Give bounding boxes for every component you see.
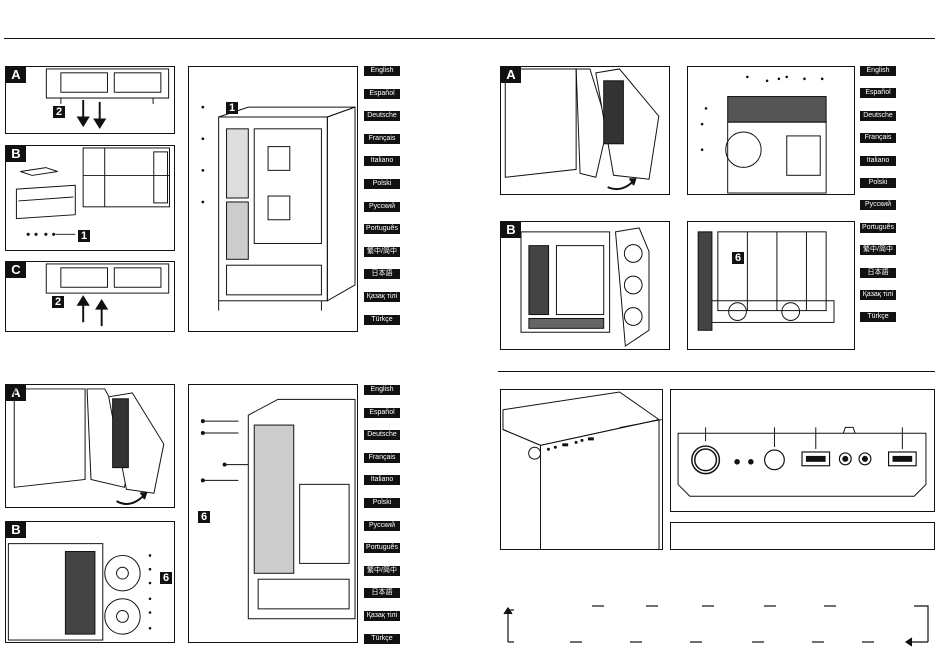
language-tab[interactable]: Português [364, 224, 400, 235]
top-fan-illustration [700, 75, 827, 194]
usb-port-icon [801, 451, 917, 467]
front-panel-removal-illustration [504, 68, 660, 191]
language-list-3: English Español Deutsche Français Italia… [860, 66, 900, 335]
step-label-b: B [6, 146, 26, 162]
language-tab[interactable]: Português [364, 543, 400, 554]
callout-number: 1 [78, 230, 90, 242]
language-tab[interactable]: Deutsche [860, 110, 896, 121]
callout-number: 6 [732, 252, 744, 264]
language-tab[interactable]: Қазақ тілі [364, 610, 400, 621]
language-list-2: English Español Deutsche Français Italia… [364, 385, 404, 656]
step-label-a: A [6, 67, 26, 83]
top-panel-step-a-panel: A [500, 66, 670, 195]
language-tab[interactable]: Español [364, 407, 400, 418]
callout-number: 2 [53, 106, 65, 118]
drive-cage-illustration-c [45, 263, 170, 327]
language-tab[interactable]: Italiano [860, 155, 896, 166]
screw-icon [200, 419, 249, 483]
top-panel-fan-bracket-panel: 6 [687, 221, 855, 350]
drive-cage-overview-panel: 1 [188, 66, 358, 332]
language-tab[interactable]: 繁中/简中 [364, 246, 400, 257]
io-case-illustration [502, 391, 662, 549]
language-tab[interactable]: Français [364, 133, 400, 144]
top-panel-step-b-panel: B [500, 221, 670, 350]
language-tab[interactable]: Português [860, 222, 896, 233]
language-tab[interactable]: Italiano [364, 156, 400, 167]
case-side-illustration [201, 105, 356, 311]
language-tab[interactable]: Polski [860, 177, 896, 188]
screw-icon [148, 554, 152, 630]
io-ports-closeup [677, 426, 927, 497]
language-tab[interactable]: 日本語 [364, 269, 400, 280]
language-tab[interactable]: English [364, 66, 400, 76]
language-tab[interactable]: Türkçe [364, 633, 400, 644]
led-indicator-icon [734, 459, 754, 465]
side-panel-removal-illustration [13, 388, 165, 505]
language-tab[interactable]: 日本語 [364, 588, 400, 599]
screw-icon [700, 75, 824, 151]
language-tab[interactable]: English [364, 385, 400, 395]
side-fan-overview-panel: 6 [188, 384, 358, 643]
top-rule [4, 38, 935, 39]
fan-bracket-illustration [697, 231, 835, 331]
language-tab[interactable]: Türkçe [860, 312, 896, 323]
callout-number: 6 [160, 572, 172, 584]
language-tab[interactable]: Türkçe [364, 314, 400, 325]
io-caption-box [670, 522, 935, 550]
reset-button-icon [764, 449, 785, 471]
callout-number: 1 [226, 102, 238, 114]
drive-cage-step-c-panel: C 2 [5, 261, 175, 332]
screw-icon [26, 232, 56, 236]
language-tab[interactable]: Español [860, 88, 896, 99]
arrow-up-icon [76, 295, 109, 327]
curved-arrow-icon [116, 492, 148, 505]
fan-install-illustration [7, 543, 152, 641]
arrow-down-icon [76, 100, 107, 130]
language-tab[interactable]: Deutsche [364, 111, 400, 122]
case-open-illustration [520, 227, 650, 347]
language-tab[interactable]: Español [364, 88, 400, 99]
language-tab[interactable]: Қазақ тілі [364, 291, 400, 302]
language-tab[interactable]: Русский [364, 201, 400, 212]
language-tab[interactable]: Polski [364, 497, 400, 508]
io-detail-panel [670, 389, 935, 512]
callout-number: 6 [198, 511, 210, 523]
top-panel-overview-panel [687, 66, 855, 195]
language-tab[interactable]: Polski [364, 178, 400, 189]
audio-jack-icon [574, 438, 584, 444]
callout-number: 2 [52, 296, 64, 308]
language-tab[interactable]: English [860, 66, 896, 76]
language-tab[interactable]: Қазақ тілі [860, 289, 896, 300]
language-tab[interactable]: Deutsche [364, 430, 400, 441]
side-fan-step-a-panel: A [5, 384, 175, 508]
step-label-b: B [501, 222, 521, 238]
language-tab[interactable]: 繁中/简中 [364, 565, 400, 576]
language-list-1: English Español Deutsche Français Italia… [364, 66, 404, 337]
power-button-icon [546, 445, 557, 451]
language-tab[interactable]: Italiano [364, 475, 400, 486]
step-label-a: A [501, 67, 521, 83]
audio-jack-icon [838, 452, 872, 466]
language-tab[interactable]: 日本語 [860, 267, 896, 278]
drive-cage-step-b-panel: B 1 [5, 145, 175, 251]
language-tab[interactable]: 繁中/简中 [860, 245, 896, 256]
power-button-icon [691, 445, 721, 475]
language-tab[interactable]: Русский [860, 200, 896, 211]
io-section-rule [498, 371, 935, 372]
io-case-photo-panel [500, 389, 663, 550]
flow-diagram [503, 605, 929, 647]
language-tab[interactable]: Français [364, 452, 400, 463]
step-label-b: B [6, 522, 26, 538]
language-tab[interactable]: Русский [364, 520, 400, 531]
case-fan-mount-illustration [200, 398, 356, 620]
usb-port-icon [562, 437, 594, 447]
drive-cage-illustration-b [15, 147, 170, 236]
side-fan-step-b-panel: B 6 [5, 521, 175, 643]
step-label-c: C [6, 262, 26, 278]
drive-cage-illustration-a [45, 68, 170, 130]
curved-arrow-icon [607, 178, 637, 191]
language-tab[interactable]: Français [860, 133, 896, 144]
drive-cage-step-a-panel: A 2 [5, 66, 175, 134]
screw-icon [201, 105, 205, 204]
